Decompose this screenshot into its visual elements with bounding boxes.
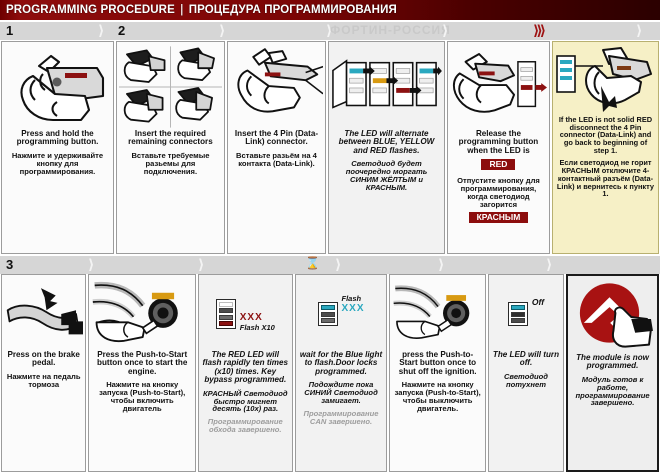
step-bar-row1: 1 ⟩ 2 ⟩ ⟩ ФОРТИН-РОССИЯ ⟩ ⟩⟩⟩ ⟩: [0, 22, 660, 40]
panel-press-push-to-start-on: Press the Push-to-Start button once to s…: [88, 274, 196, 472]
panel-caption-en: The LED will turn off.: [492, 350, 560, 368]
panel-caption-ru: Подождите пока СИНИЙ Светодиод замигает.: [304, 380, 378, 405]
title-text: PROGRAMMING PROCEDURE | ПРОЦЕДУРА ПРОГРА…: [0, 4, 397, 16]
led-blue-flash-icon: Flash XXX: [298, 277, 385, 351]
panel-caption-en: The LED will alternate between BLUE, YEL…: [338, 129, 435, 155]
panel-press-brake-pedal: Press on the brake pedal. Нажмите на пед…: [1, 274, 87, 472]
panel-caption-en: The RED LED will flash rapidly ten times…: [202, 350, 289, 385]
title-bar: PROGRAMMING PROCEDURE | ПРОЦЕДУРА ПРОГРА…: [0, 0, 660, 20]
panel-caption-ru-secondary: Программирование CAN завершено.: [303, 408, 379, 426]
panel-press-push-to-start-off: press the Push-to-Start button once to s…: [389, 274, 486, 472]
led-sequence-icon: [331, 44, 442, 130]
red-chevrons-icon: ⟩⟩⟩: [533, 23, 546, 39]
panel-caption-ru: Вставьте разьём на 4 контакта (Data-Link…: [236, 150, 317, 168]
step-number-3: 3: [6, 257, 14, 272]
led-red-flash-icon: XXX Flash X10: [201, 277, 290, 351]
step-number-2: 2: [118, 23, 126, 38]
panel-module-programmed: The module is now programmed. Модуль гот…: [566, 274, 659, 472]
panel-caption-ru: Отпустите кнопку для программирования, к…: [457, 175, 540, 209]
panel-caption-ru: Нажмите на кнопку запуска (Push-to-Start…: [99, 380, 186, 413]
panel-caption-ru: КРАСНЫЙ Светодиод быстро мигнет десять (…: [203, 388, 288, 414]
panel-caption-ru: Нажмите на кнопку запуска (Push-to-Start…: [394, 380, 481, 413]
row-2-panels: Press on the brake pedal. Нажмите на пед…: [0, 274, 660, 474]
badge-red-ru: КРАСНЫМ: [468, 212, 529, 224]
step-bar-row2: 3 ⟩ ⟩ ⌛ ⟩ ⟩ ⟩ ⟩: [0, 256, 660, 274]
panel-caption-ru: Если светодиод не горит КРАСНЫМ отключит…: [556, 158, 655, 199]
panel-red-led-flash-x10: XXX Flash X10 The RED LED will flash rap…: [197, 274, 293, 472]
panel-caption-en: wait for the Blue light to flash.Door lo…: [299, 350, 383, 376]
panel-insert-remaining-connectors: Insert the required remaining connectors…: [115, 41, 225, 254]
watermark-text: ФОРТИН-РОССИЯ: [330, 23, 451, 37]
led-module: [507, 302, 528, 326]
off-label: Off: [531, 297, 545, 307]
hand-push-to-start-icon: [392, 277, 482, 351]
flash-label: Flash X10: [239, 323, 275, 332]
title-ru: ПРОЦЕДУРА ПРОГРАММИРОВАНИЯ: [188, 4, 397, 16]
four-hands-connectors-icon: [118, 44, 222, 130]
panel-caption-en: Press and hold the programming button.: [16, 129, 99, 147]
panel-caption-ru: Светодиод потухнет: [503, 371, 548, 389]
panel-caption-ru: Вставьте требуемые разьемы для подключен…: [131, 150, 210, 176]
panel-caption-en: Insert the required remaining connectors: [128, 129, 213, 147]
panel-insert-4-pin-data-link: Insert the 4 Pin (Data-Link) connector. …: [226, 41, 327, 254]
panel-led-alternate-colors: The LED will alternate between BLUE, YEL…: [328, 41, 445, 254]
panel-caption-ru: Нажмите на педаль тормоза: [6, 371, 81, 389]
hourglass-icon: ⌛: [305, 256, 320, 270]
fortin-logo-hand-icon: [570, 278, 655, 354]
hand-releasing-button-icon: [450, 44, 547, 130]
flash-marks: XXX: [341, 303, 365, 314]
brake-pedal-foot-icon: [4, 277, 84, 351]
panel-caption-en: press the Push-to-Start button once to s…: [398, 350, 477, 376]
step-number-1: 1: [6, 23, 14, 38]
panel-press-hold-programming-button: Press and hold the programming button. Н…: [1, 41, 114, 254]
panel-wait-blue-light-flash: Flash XXX wait for the Blue light to fla…: [294, 274, 388, 472]
panel-led-turn-off: Off The LED will turn off. Светодиод пот…: [487, 274, 565, 472]
hand-push-to-start-icon: [91, 277, 193, 351]
flash-marks: XXX: [239, 312, 263, 323]
panel-caption-ru: Светодиод будет поочередно моргать СИНИМ…: [345, 159, 428, 192]
panel-caption-en: Press on the brake pedal.: [7, 350, 80, 368]
panel-caption-en: Insert the 4 Pin (Data-Link) connector.: [234, 129, 319, 147]
led-off-icon: Off: [491, 277, 561, 351]
panel-release-button-when-red: Release the programming button when the …: [446, 41, 550, 254]
led-module: [215, 298, 236, 330]
hand-pressing-module-icon: [4, 44, 111, 130]
hand-inserting-4pin-icon: [230, 44, 324, 130]
badge-red-en: RED: [481, 159, 516, 171]
title-separator: |: [180, 4, 184, 16]
panel-caption-ru: Модуль готов к работе, программирование …: [575, 374, 650, 408]
led-module: [317, 302, 338, 326]
panel-caption-en: Release the programming button when the …: [458, 129, 539, 155]
panel-caption-en: If the LED is not solid RED disconnect t…: [558, 115, 653, 155]
panel-caption-ru-secondary: Программирование обхода завершено.: [207, 417, 283, 435]
flash-label: Flash: [341, 294, 362, 303]
panel-caption-en: Press the Push-to-Start button once to s…: [97, 350, 188, 376]
title-en: PROGRAMMING PROCEDURE: [6, 4, 175, 16]
panel-caption-en: The module is now programmed.: [576, 353, 649, 371]
disconnect-4pin-warning-icon: [555, 44, 656, 116]
panel-led-not-red-warning: If the LED is not solid RED disconnect t…: [551, 41, 659, 254]
panel-caption-ru: Нажмите и удерживайте кнопку для програм…: [11, 150, 104, 176]
row-1-panels: Press and hold the programming button. Н…: [0, 41, 660, 254]
